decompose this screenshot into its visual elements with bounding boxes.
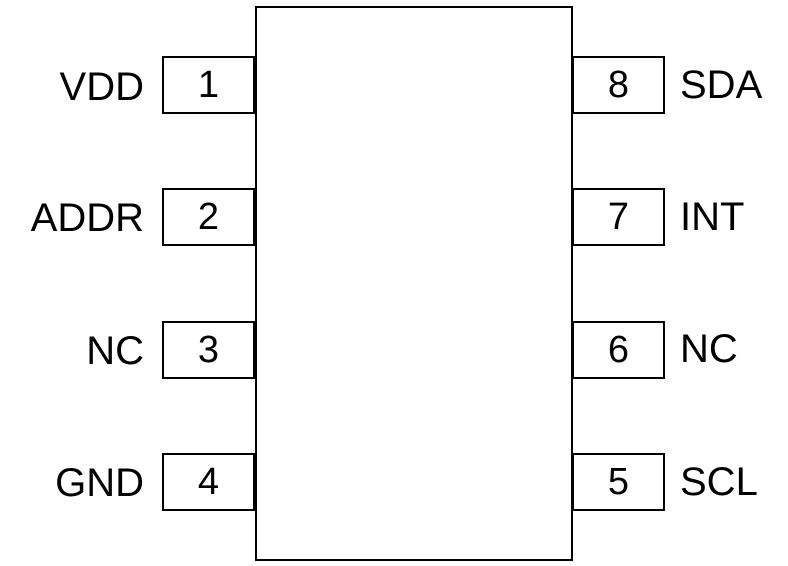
pin-6-box: 6 [572, 321, 665, 379]
ic-package-body [255, 6, 573, 561]
pin-6-name: NC [680, 327, 738, 371]
pin-1-box: 1 [162, 56, 255, 114]
pin-7-name: INT [680, 195, 745, 239]
pin-5-box: 5 [572, 453, 665, 511]
pin-3-box: 3 [162, 321, 255, 379]
pin-8-box: 8 [572, 56, 665, 114]
pin-5-name: SCL [680, 460, 758, 504]
pin-4-name: GND [55, 461, 144, 505]
pin-1-name: VDD [59, 65, 144, 109]
pin-7-box: 7 [572, 188, 665, 246]
pin-2-name: ADDR [30, 196, 144, 240]
pin-3-name: NC [86, 329, 144, 373]
pin-4-box: 4 [162, 453, 255, 511]
pin-2-box: 2 [162, 188, 255, 246]
pin-8-name: SDA [680, 63, 763, 107]
